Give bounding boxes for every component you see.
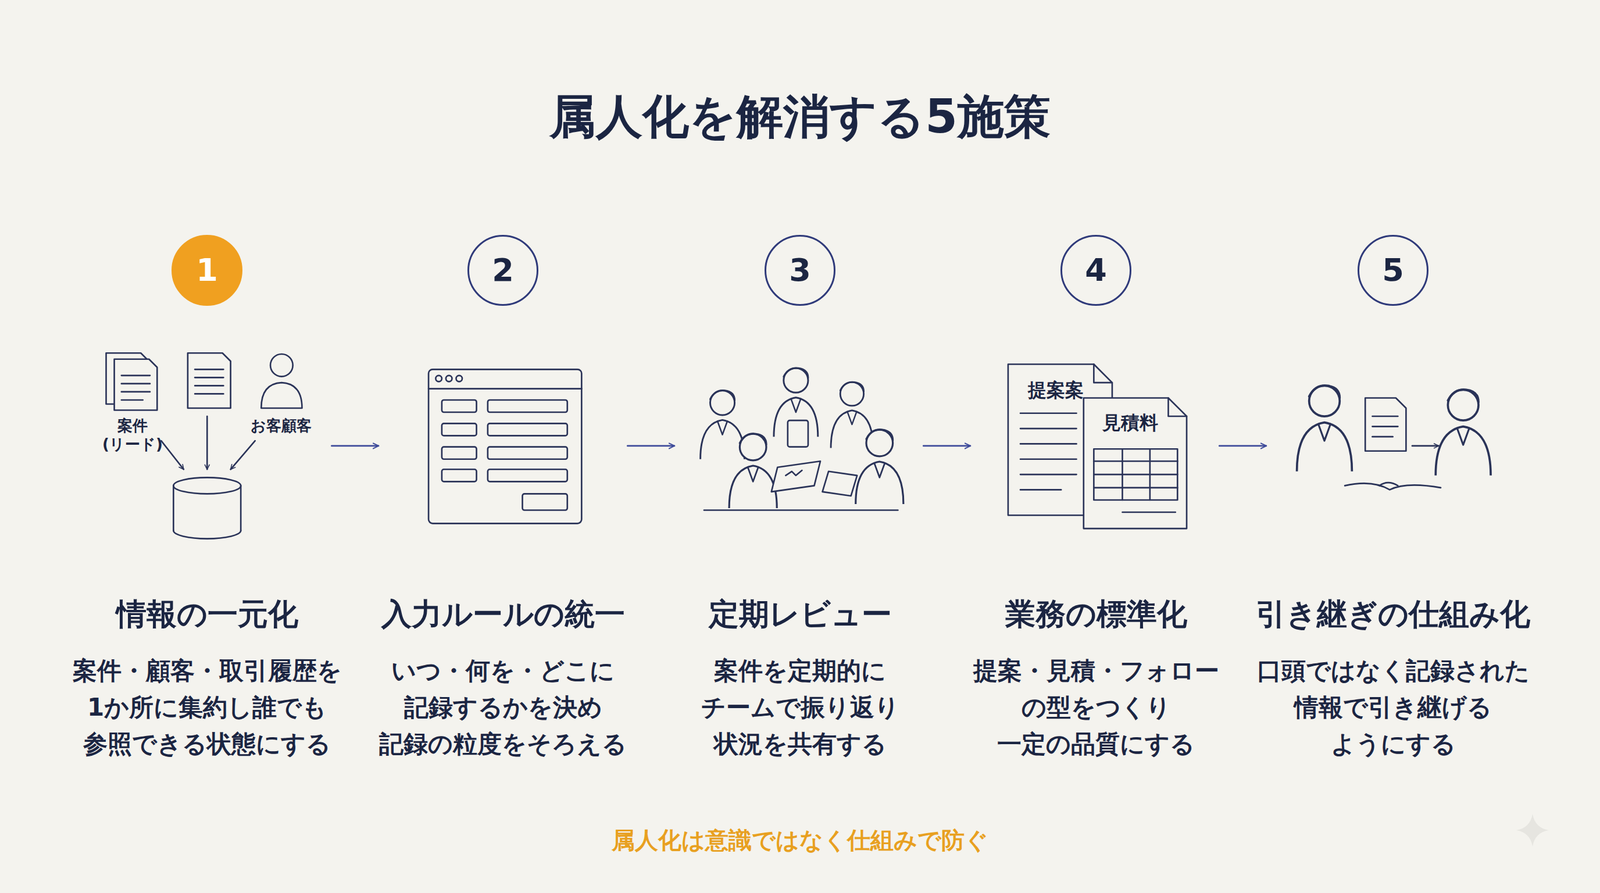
step-number-circle: 5 [1357,234,1429,306]
step-description: 口頭ではなく記録された 情報で引き継げる ようにする [1250,652,1536,763]
step-heading: 入力ルールの統一 [357,595,649,633]
step-number-circle: 3 [764,234,836,306]
step-number: 5 [1381,254,1405,287]
step-description: 案件を定期的に チームで振り返り 状況を共有する [657,652,943,763]
step-number-circle: 1 [171,234,243,306]
step-description: 提案・見積・フォロー の型をつくり 一定の品質にする [953,652,1239,763]
step-number: 1 [195,254,219,287]
icon-label: 案件 (リード) [97,416,168,454]
icon-label: お客顧客 [240,416,322,435]
step-number: 2 [491,254,514,287]
step-number: 4 [1084,254,1107,287]
document-label: 提案案 [1018,379,1094,402]
step-number-circle: 4 [1060,234,1132,306]
step-heading: 引き継ぎの仕組み化 [1247,595,1539,633]
step-heading: 情報の一元化 [61,595,353,633]
step-heading: 業務の標準化 [950,595,1242,633]
step-heading: 定期レビュー [654,595,946,633]
step-number: 3 [788,254,812,287]
caption: 属人化は意識ではなく仕組みで防ぐ [611,824,989,857]
step-description: 案件・顧客・取引履歴を 1か所に集約し誰でも 参照できる状態にする [64,652,350,763]
document-label: 見積料 [1092,411,1169,434]
title: 属人化を解消する5施策 [549,86,1051,149]
step-description: いつ・何を・どこに 記録するかを決め 記録の粒度をそろえる [360,652,646,763]
step-number-circle: 2 [467,234,539,306]
